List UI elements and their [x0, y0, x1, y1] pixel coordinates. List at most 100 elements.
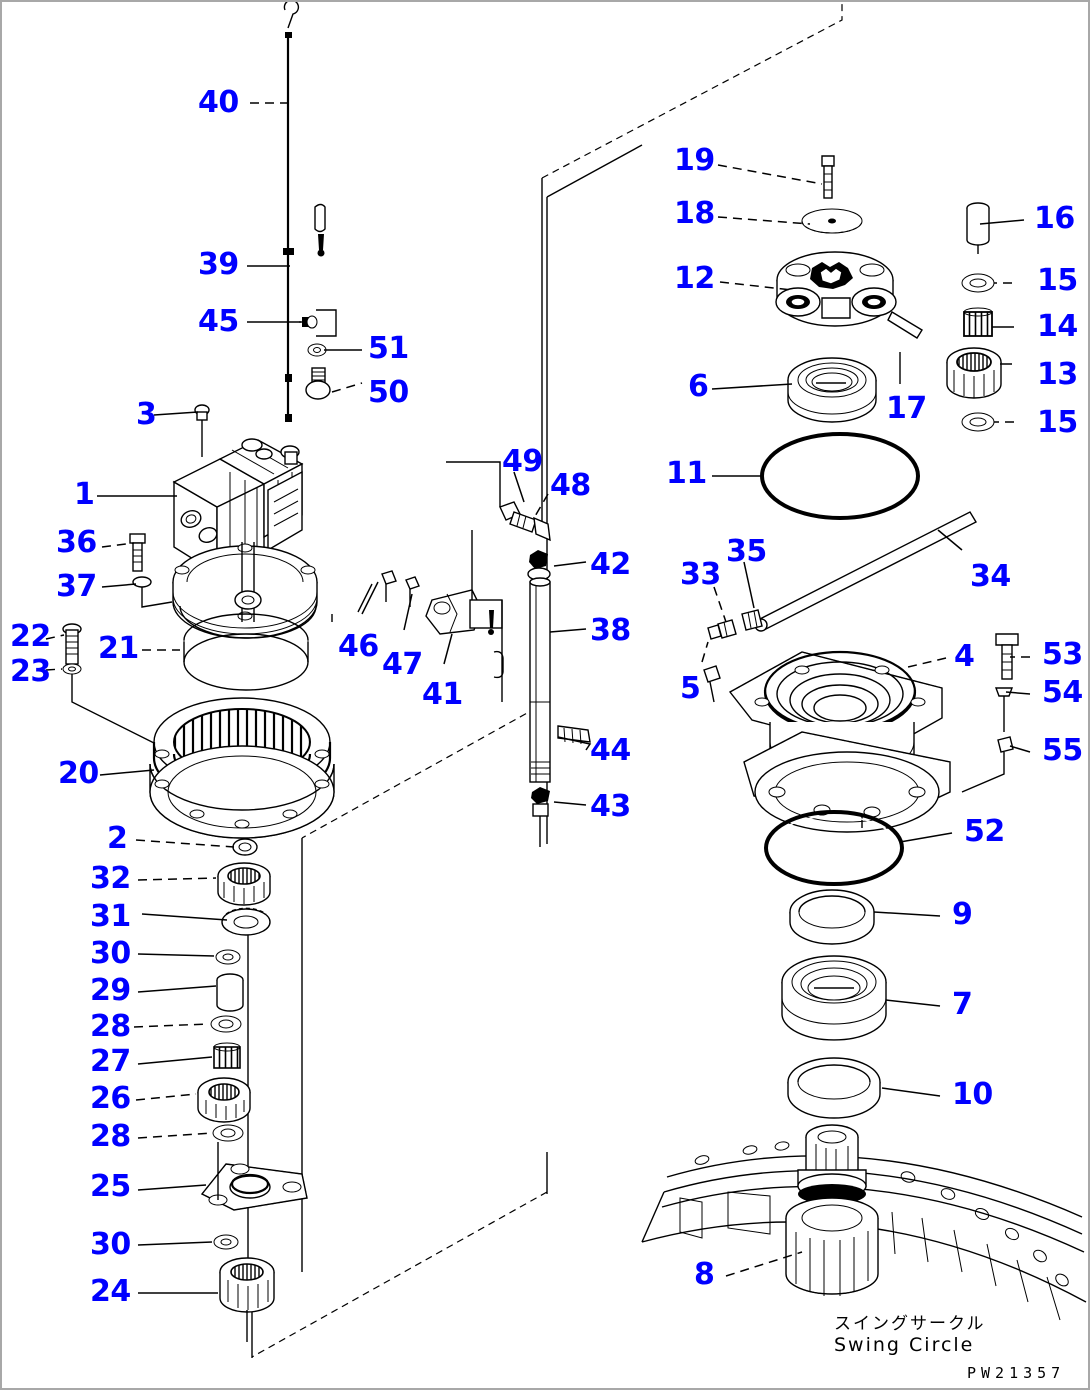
part-12-carrier-assembly: [775, 251, 923, 384]
planet-gear-stack: [197, 838, 308, 1342]
part-55-stud-pin: [961, 736, 1014, 793]
callout-42-upper-union-nut[interactable]: 42: [590, 547, 631, 582]
callout-38-drain-tube[interactable]: 38: [590, 613, 631, 648]
callout-30-snap-ring-lower[interactable]: 30: [90, 1227, 131, 1262]
part-34-grease-pipe: [754, 511, 977, 632]
callout-36-cap-screw[interactable]: 36: [56, 525, 97, 560]
part-36-cap-screw: [129, 533, 146, 572]
part-9-oil-seal-upper: [789, 889, 875, 945]
callout-28-thrust-washer[interactable]: 28: [90, 1009, 131, 1044]
part-8-swing-pinion: [785, 1124, 879, 1296]
callout-21-o-ring[interactable]: 21: [98, 631, 139, 666]
part-52-o-ring: [764, 810, 904, 886]
callout-48-elbow-fitting[interactable]: 48: [550, 468, 591, 503]
caption-english: Swing Circle: [834, 1334, 975, 1356]
callout-47-hose-clip[interactable]: 47: [382, 647, 423, 682]
callout-8-swing-pinion[interactable]: 8: [694, 1257, 715, 1292]
part-19-hex-bolt: [821, 155, 835, 199]
callout-31-thrust-plate[interactable]: 31: [90, 899, 131, 934]
callout-10-oil-seal-lower[interactable]: 10: [952, 1077, 993, 1112]
callout-24-sun-gear[interactable]: 24: [90, 1274, 131, 1309]
part-53-mount-bolt: [995, 633, 1019, 680]
drain-tube-group: [331, 461, 591, 847]
part-1-swing-motor: [172, 438, 318, 691]
callout-18-retainer-plate[interactable]: 18: [674, 196, 715, 231]
callout-44-joint-coupling[interactable]: 44: [590, 733, 631, 768]
part-16-dowel-pin: [966, 202, 990, 254]
part-23-washer: [62, 663, 163, 748]
callout-11-o-ring-large[interactable]: 11: [666, 456, 707, 491]
callout-17-lube-pipe[interactable]: 17: [886, 391, 927, 426]
callout-19-hex-bolt[interactable]: 19: [674, 143, 715, 178]
callout-3-breather-plug[interactable]: 3: [136, 397, 157, 432]
part-51-washer: [307, 343, 327, 357]
part-54-lock-washer: [994, 687, 1014, 732]
callout-54-lock-washer-mount[interactable]: 54: [1042, 675, 1083, 710]
panel-divider-upper-right: [541, 2, 843, 522]
callout-2-seal-ring[interactable]: 2: [107, 821, 128, 856]
callout-45-gauge-bracket[interactable]: 45: [198, 304, 239, 339]
part-6-ball-bearing: [787, 357, 877, 423]
callout-22-bolt[interactable]: 22: [10, 619, 51, 654]
part-14-needle-bearing: [963, 307, 993, 337]
part-45-bracket: [299, 309, 337, 337]
part-18-retainer-plate: [801, 208, 863, 234]
callout-30-snap-ring[interactable]: 30: [90, 936, 131, 971]
part-37-lock-washer: [132, 576, 173, 608]
part-20-ring-gear: [149, 697, 335, 839]
swing-circle-caption: スイングサークル Swing Circle: [834, 1314, 986, 1356]
callout-5-plug[interactable]: 5: [680, 671, 701, 706]
callout-33-grease-fitting[interactable]: 33: [680, 557, 721, 592]
callout-40-dipstick-rod[interactable]: 40: [198, 85, 239, 120]
callout-16-dowel-pin[interactable]: 16: [1034, 201, 1075, 236]
part-3-breather: [194, 404, 210, 457]
part-35-union-joint: [741, 609, 763, 631]
drawing-code: PW21357: [967, 1364, 1066, 1382]
callout-35-union-joint[interactable]: 35: [726, 534, 767, 569]
callout-34-grease-pipe[interactable]: 34: [970, 559, 1011, 594]
callout-53-mount-bolt[interactable]: 53: [1042, 637, 1083, 672]
callout-12-carrier-assembly-upper[interactable]: 12: [674, 261, 715, 296]
caption-japanese: スイングサークル: [834, 1314, 986, 1334]
part-11-o-ring-large: [760, 432, 920, 520]
callout-51-washer[interactable]: 51: [368, 331, 409, 366]
callout-52-o-ring-case[interactable]: 52: [964, 814, 1005, 849]
callout-41-valve-block[interactable]: 41: [422, 677, 463, 712]
callout-14-needle-bearing-upper[interactable]: 14: [1037, 309, 1078, 344]
callout-37-lock-washer[interactable]: 37: [56, 569, 97, 604]
part-33-grease-fitting: [707, 619, 737, 640]
callout-43-lower-union-nut[interactable]: 43: [590, 789, 631, 824]
callout-7-tapered-roller-bearing[interactable]: 7: [952, 987, 973, 1022]
callout-6-ball-bearing[interactable]: 6: [688, 369, 709, 404]
part-22-bolt: [62, 623, 82, 665]
callout-32-carrier-assembly[interactable]: 32: [90, 861, 131, 896]
callout-13-planet-gear-upper[interactable]: 13: [1037, 357, 1078, 392]
callout-49-hose-clamp[interactable]: 49: [502, 444, 543, 479]
part-7-tapered-roller-bearing: [781, 955, 887, 1041]
callout-4-swing-machinery-case[interactable]: 4: [954, 639, 975, 674]
callout-29-spacer-bushing[interactable]: 29: [90, 973, 131, 1008]
part-13-planet-gear: [946, 347, 1002, 399]
callout-1-swing-motor-assembly[interactable]: 1: [74, 477, 95, 512]
callout-26-planet-gear[interactable]: 26: [90, 1081, 131, 1116]
callout-46-hose-assembly[interactable]: 46: [338, 629, 379, 664]
part-4-swing-machinery-case: [728, 650, 951, 833]
callout-20-ring-gear[interactable]: 20: [58, 756, 99, 791]
callout-25-planet-carrier[interactable]: 25: [90, 1169, 131, 1204]
part-50-plug: [305, 367, 331, 400]
callout-9-oil-seal-upper[interactable]: 9: [952, 897, 973, 932]
callout-50-plug-screw[interactable]: 50: [368, 375, 409, 410]
leader-lines: [45, 102, 1031, 1294]
part-15-washer-upper: [961, 273, 995, 293]
callout-27-needle-bearing[interactable]: 27: [90, 1044, 131, 1079]
part-5-plug: [703, 665, 721, 703]
callout-28-thrust-washer-lower[interactable]: 28: [90, 1119, 131, 1154]
callout-39-oil-level-gauge[interactable]: 39: [198, 247, 239, 282]
part-40-dipstick: [283, 2, 326, 422]
callout-15-thrust-washer-upper[interactable]: 15: [1037, 263, 1078, 298]
callout-15-thrust-washer-lower-up[interactable]: 15: [1037, 405, 1078, 440]
callout-23-washer[interactable]: 23: [10, 654, 51, 689]
callout-55-stud-pin[interactable]: 55: [1042, 733, 1083, 768]
